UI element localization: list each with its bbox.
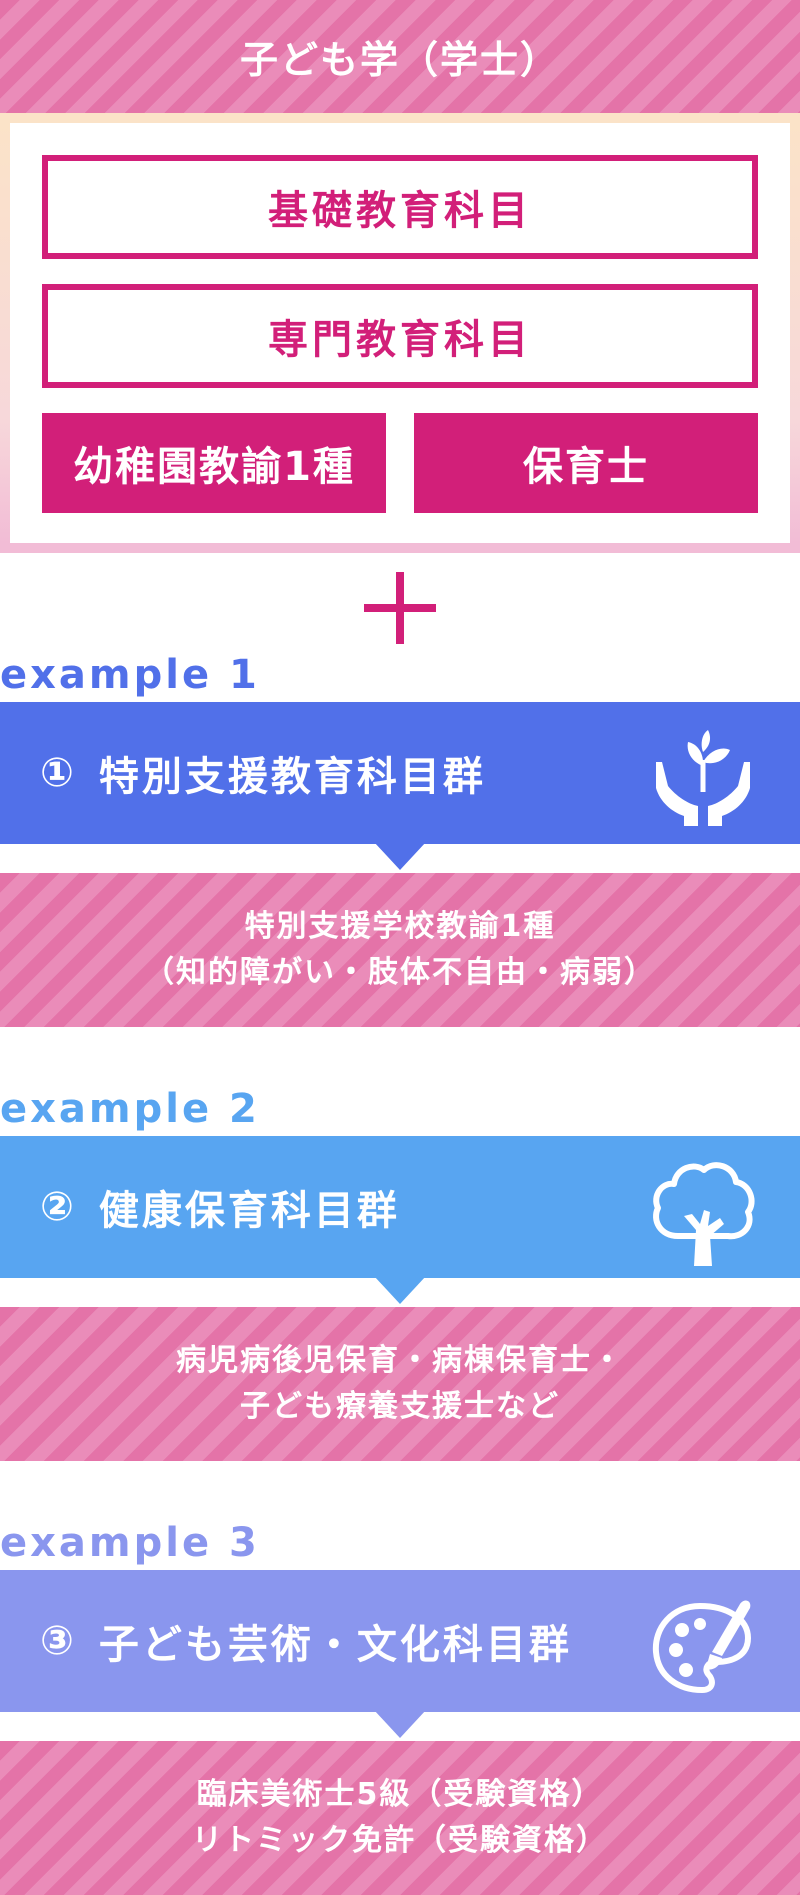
nursery-teacher-box: 保育士 bbox=[414, 413, 758, 513]
tree-icon bbox=[653, 1162, 755, 1266]
course-group-title: 子ども芸術・文化科目群 bbox=[98, 1622, 572, 1668]
result-line: 病児病後児保育・病棟保育士・ bbox=[176, 1343, 624, 1378]
example-2-band: ② 健康保育科目群 bbox=[0, 1136, 800, 1304]
example-3-title: ③ 子ども芸術・文化科目群 bbox=[40, 1570, 572, 1712]
hands-sprout-icon bbox=[656, 730, 750, 826]
basic-education-box: 基礎教育科目 bbox=[42, 155, 758, 259]
down-arrow bbox=[374, 1276, 426, 1304]
example-2-title: ② 健康保育科目群 bbox=[40, 1136, 400, 1278]
result-line: （知的障がい・肢体不自由・病弱） bbox=[144, 955, 656, 990]
example-2-result: 病児病後児保育・病棟保育士・ 子ども療養支援士など bbox=[0, 1307, 800, 1461]
kindergarten-license-box: 幼稚園教諭1種 bbox=[42, 413, 386, 513]
example-label-3: example 3 bbox=[0, 1520, 260, 1566]
down-arrow bbox=[374, 842, 426, 870]
example-1-result: 特別支援学校教諭1種 （知的障がい・肢体不自由・病弱） bbox=[0, 873, 800, 1027]
result-line: 臨床美術士5級（受験資格） bbox=[196, 1777, 604, 1812]
example-1-band: ① 特別支援教育科目群 bbox=[0, 702, 800, 870]
specialized-education-box: 専門教育科目 bbox=[42, 284, 758, 388]
circled-number: ① bbox=[40, 750, 77, 796]
result-line: リトミック免許（受験資格） bbox=[192, 1823, 608, 1858]
example-3-result: 臨床美術士5級（受験資格） リトミック免許（受験資格） bbox=[0, 1741, 800, 1895]
course-group-title: 健康保育科目群 bbox=[98, 1188, 400, 1234]
example-label-1: example 1 bbox=[0, 652, 260, 698]
course-group-title: 特別支援教育科目群 bbox=[98, 754, 486, 800]
plus-icon bbox=[364, 572, 436, 644]
circled-number: ② bbox=[40, 1184, 77, 1230]
result-line: 特別支援学校教諭1種 bbox=[244, 909, 556, 944]
example-1-title: ① 特別支援教育科目群 bbox=[40, 702, 486, 844]
paint-palette-icon bbox=[652, 1600, 751, 1693]
result-line: 子ども療養支援士など bbox=[240, 1389, 560, 1424]
example-label-2: example 2 bbox=[0, 1086, 260, 1132]
circled-number: ③ bbox=[40, 1618, 77, 1664]
down-arrow bbox=[374, 1710, 426, 1738]
page-title: 子ども学（学士） bbox=[239, 38, 560, 82]
example-3-band: ③ 子ども芸術・文化科目群 bbox=[0, 1570, 800, 1738]
program-header: 子ども学（学士） bbox=[0, 0, 800, 113]
